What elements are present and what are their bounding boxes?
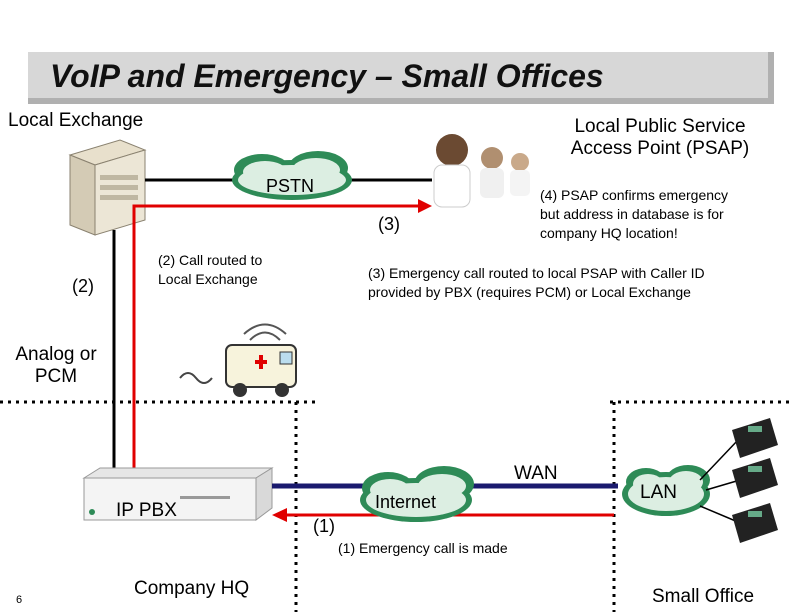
step3-line1: (3) Emergency call routed to local PSAP … [368,265,705,281]
analog-line1: Analog or [15,344,97,365]
lan-phone-line-2 [705,479,741,491]
step3-marker: (3) [378,214,400,234]
lan-phone-line-1 [699,439,739,481]
local-exchange-label: Local Exchange [8,110,144,131]
step2-line1: (2) Call routed to [158,252,263,268]
ip-pbx-device-icon [82,467,274,521]
red-call-path-upper [132,204,420,472]
slide-title: VoIP and Emergency – Small Offices [50,58,604,94]
step4-line3: company HQ location! [540,225,678,241]
step4-line2: but address in database is for [540,206,724,222]
psap-operators-icon [433,134,530,208]
psap-label: Local Public Service Access Point (PSAP) [540,116,780,160]
analog-line2: PCM [34,366,78,387]
step4-annotation: (4) PSAP confirms emergency but address … [540,186,728,243]
pstn-label: PSTN [266,176,315,196]
company-hq-label: Company HQ [134,578,250,599]
ambulance-icon [179,323,297,397]
lan-phone-line-3 [699,505,739,523]
ip-pbx-label: IP PBX [116,500,177,521]
step3-annotation: (3) Emergency call routed to local PSAP … [368,264,705,302]
lan-cloud-icon [622,465,710,516]
step1-marker: (1) [313,516,335,536]
step2-line2: Local Exchange [158,271,258,287]
step2-annotation: (2) Call routed to Local Exchange [158,251,262,289]
internet-label: Internet [375,492,437,512]
red-arrow-to-pbx [272,508,287,522]
psap-label-line1: Local Public Service [574,116,746,137]
local-exchange-server-icon [68,139,147,236]
title-banner [28,52,774,104]
internet-cloud-icon [360,466,474,522]
ip-phone-icon [732,503,778,543]
slide-number: 6 [16,594,23,606]
step1-annotation: (1) Emergency call is made [338,540,508,556]
lan-label: LAN [640,482,677,503]
psap-label-line2: Access Point (PSAP) [570,138,750,159]
ip-phone-icon [732,418,778,458]
red-arrow-to-psap [418,199,432,213]
small-office-label: Small Office [652,586,755,607]
step4-line1: (4) PSAP confirms emergency [540,187,729,203]
pstn-cloud-icon [232,151,352,200]
wan-label: WAN [514,463,558,484]
step3-line2: provided by PBX (requires PCM) or Local … [368,284,691,300]
ip-phone-icon [732,458,778,498]
analog-pcm-label: Analog or PCM [0,344,112,388]
step2-marker: (2) [72,276,94,296]
